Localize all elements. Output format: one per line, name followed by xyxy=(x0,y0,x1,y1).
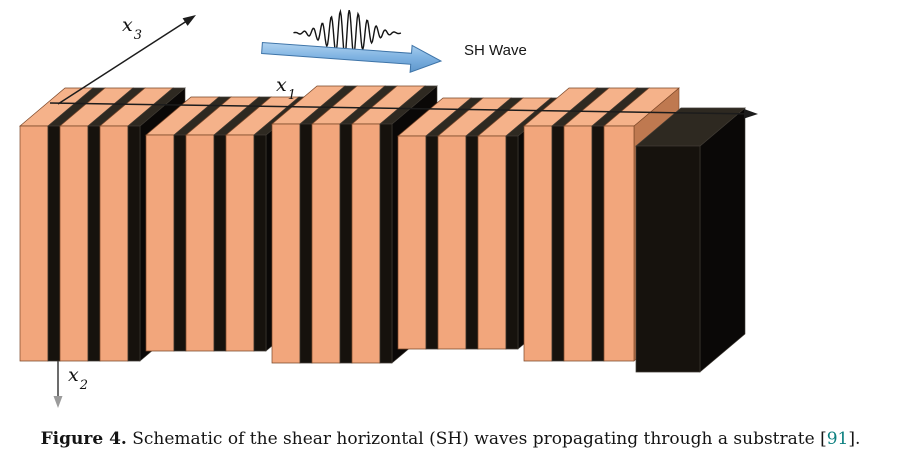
slab-front-face xyxy=(379,123,393,364)
citation-bracket-close: ]. xyxy=(848,429,861,449)
slab-front-face xyxy=(505,135,519,350)
slab-front-face xyxy=(425,135,439,350)
slab-front-face xyxy=(185,134,215,352)
slab-side-face xyxy=(699,107,746,373)
x3-axis-label-sub: 3 xyxy=(133,27,142,43)
slab-front-face xyxy=(299,123,313,364)
figure-caption: Figure 4. Schematic of the shear horizon… xyxy=(0,429,901,449)
slab-front-face xyxy=(477,135,507,350)
slab-front-face xyxy=(213,134,227,352)
x1-axis-label-base: x xyxy=(276,74,287,96)
slab-front-face xyxy=(339,123,353,364)
slab-front-face xyxy=(311,123,341,364)
slab-front-face xyxy=(173,134,187,352)
x2-axis-label-sub: 2 xyxy=(79,377,88,393)
x3-axis-line xyxy=(57,20,188,105)
slab-front-face xyxy=(99,125,129,362)
slab-front-face xyxy=(551,125,565,362)
caption-figure-number: Figure 4. xyxy=(40,429,127,449)
slab-front-face xyxy=(87,125,101,362)
x1-axis-arrowhead xyxy=(743,109,758,119)
slab-front-face xyxy=(523,125,553,362)
x3-axis-arrowhead xyxy=(182,15,196,26)
x1-axis-label-sub: 1 xyxy=(287,87,296,103)
citation-bracket-open: [ xyxy=(820,429,827,449)
slab-front-face xyxy=(563,125,593,362)
slab-front-face xyxy=(19,125,49,362)
x2-axis-label-base: x xyxy=(68,364,79,386)
slab-front-face xyxy=(47,125,61,362)
slab-front-face xyxy=(59,125,89,362)
slab-front-face xyxy=(465,135,479,350)
caption-body: Schematic of the shear horizontal (SH) w… xyxy=(126,429,821,449)
slab-front-face xyxy=(253,134,267,352)
x3-axis-label: x3 xyxy=(122,14,142,42)
slab-front-face xyxy=(591,125,605,362)
citation-link[interactable]: 91 xyxy=(826,429,849,449)
slab-front-face xyxy=(635,145,701,373)
slab-front-face xyxy=(127,125,141,362)
slab-front-face xyxy=(225,134,255,352)
slab-front-face xyxy=(397,135,427,350)
x2-axis-arrowhead xyxy=(53,396,63,408)
sh-wave-direction-arrow xyxy=(261,41,443,74)
slab-front-face xyxy=(603,125,635,362)
x3-axis-label-base: x xyxy=(122,14,133,36)
slab-front-face xyxy=(271,123,301,364)
slab-front-face xyxy=(351,123,381,364)
x1-axis-label: x1 xyxy=(276,74,296,102)
sh-wave-label: SH Wave xyxy=(464,42,527,59)
slab-front-face xyxy=(145,134,175,352)
x2-axis-label: x2 xyxy=(68,364,88,392)
slab-black xyxy=(635,107,746,373)
x1-axis-line xyxy=(49,102,747,115)
wave-packet xyxy=(293,8,402,57)
slab-front-face xyxy=(437,135,467,350)
